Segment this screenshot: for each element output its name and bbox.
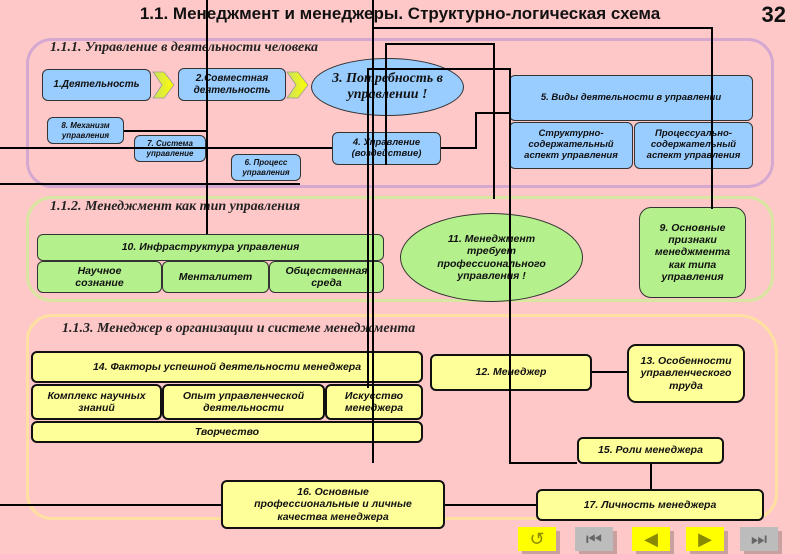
connector-line	[124, 130, 208, 132]
connector-line	[509, 462, 577, 464]
node-environment[interactable]: Общественная среда	[269, 261, 384, 293]
node-process[interactable]: 6. Процесс управления	[231, 154, 301, 181]
node-factors[interactable]: 14. Факторы успешной деятельности менедж…	[31, 351, 423, 383]
node-activity-types[interactable]: 5. Виды деятельности в управлении	[509, 75, 753, 121]
node-knowledge[interactable]: Комплекс научных знаний	[31, 384, 162, 420]
connector-line	[475, 112, 510, 114]
connector-line	[367, 68, 511, 70]
node-features[interactable]: 9. Основные признаки менеджмента как тип…	[639, 207, 746, 298]
page-number: 32	[761, 2, 786, 27]
page-title: 1.1. Менеджмент и менеджеры. Структурно-…	[139, 4, 661, 23]
node-manager[interactable]: 12. Менеджер	[430, 354, 592, 391]
node-personality[interactable]: 17. Личность менеджера	[536, 489, 764, 521]
node-art[interactable]: Искусство менеджера	[325, 384, 423, 420]
node-roles[interactable]: 15. Роли менеджера	[577, 437, 724, 464]
node-process-aspect[interactable]: Процессуально-содержательный аспект упра…	[634, 122, 753, 169]
connector-line	[0, 183, 300, 185]
connector-line	[509, 68, 511, 464]
connector-line	[650, 464, 652, 489]
section-2-title: 1.1.2. Менеджмент как тип управления	[50, 199, 301, 214]
connector-line	[711, 27, 713, 209]
node-joint-activity[interactable]: 2.Совместная деятельность	[178, 68, 286, 101]
arrow-right-icon	[152, 71, 175, 99]
section-3-title: 1.1.3. Менеджер в организации и системе …	[62, 321, 416, 336]
connector-line	[0, 504, 221, 506]
node-mentality[interactable]: Менталитет	[162, 261, 269, 293]
node-mechanism[interactable]: 8. Механизм управления	[47, 117, 124, 144]
arrow-right-icon	[286, 71, 309, 99]
first-slide-button[interactable]: ⏮	[575, 527, 613, 551]
connector-line	[493, 43, 495, 199]
connector-line	[372, 27, 712, 29]
connector-line	[475, 112, 477, 149]
section-2-frame	[26, 196, 774, 302]
connector-line	[367, 68, 369, 388]
connector-line	[206, 130, 208, 148]
previous-slide-button[interactable]: ◀	[632, 527, 670, 551]
node-activity[interactable]: 1.Деятельность	[42, 69, 151, 101]
connector-line	[206, 0, 208, 234]
section-1-title: 1.1.1. Управление в деятельности человек…	[50, 40, 318, 55]
node-qualities[interactable]: 16. Основные профессиональные и личные к…	[221, 480, 445, 529]
node-labor-features[interactable]: 13. Особенности управленческого труда	[627, 344, 745, 403]
node-infrastructure[interactable]: 10. Инфраструктура управления	[37, 234, 384, 261]
next-slide-button[interactable]: ▶	[686, 527, 724, 551]
last-slide-button[interactable]: ⏭	[740, 527, 778, 551]
connector-line	[385, 43, 495, 45]
section-1-frame	[26, 38, 774, 188]
node-experience[interactable]: Опыт управленческой деятельности	[162, 384, 325, 420]
node-need[interactable]: 3. Потребность в управлении !	[311, 58, 464, 116]
node-structural-aspect[interactable]: Структурно-содержательный аспект управле…	[509, 122, 633, 169]
node-requires-professional[interactable]: 11. Менеджмент требует профессионального…	[400, 213, 583, 302]
connector-line	[592, 371, 627, 373]
connector-line	[441, 147, 476, 149]
connector-line	[372, 0, 374, 463]
return-button[interactable]: ↺	[518, 527, 556, 551]
connector-line	[0, 147, 332, 149]
connector-line	[445, 504, 536, 506]
node-creativity[interactable]: Творчество	[31, 421, 423, 443]
node-science[interactable]: Научное сознание	[37, 261, 162, 293]
connector-line	[385, 43, 387, 165]
